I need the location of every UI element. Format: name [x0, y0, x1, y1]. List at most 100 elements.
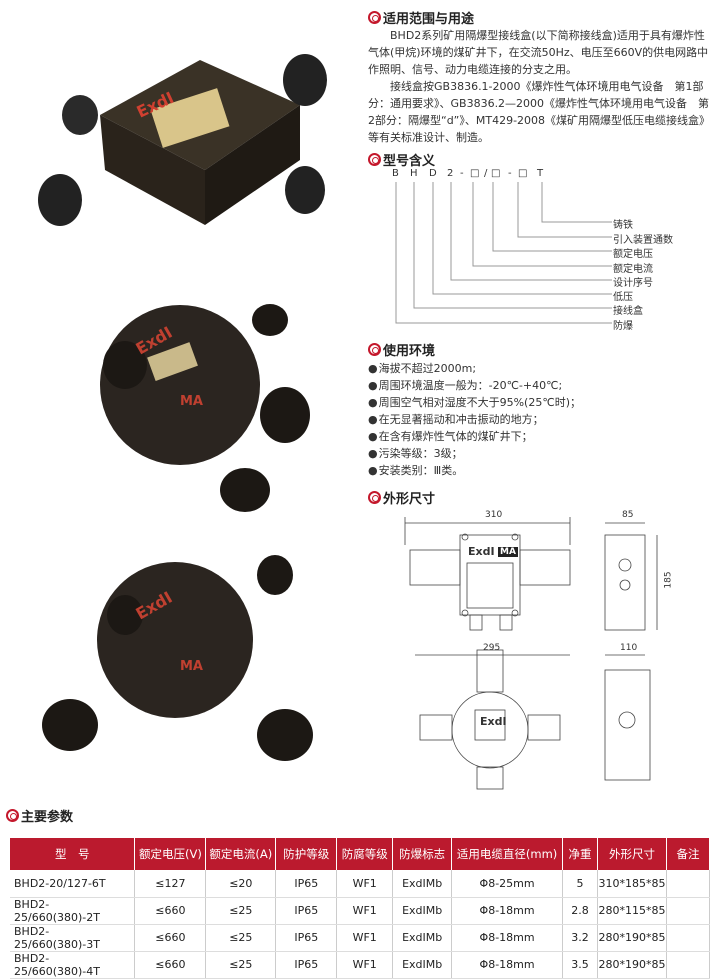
- table-cell: BHD2-25/660(380)-2T: [10, 897, 136, 925]
- ma-mark: MA: [180, 659, 203, 674]
- table-cell: ExdIMb: [392, 870, 453, 898]
- env-list: 海拔不超过2000m; 周围环境温度一般为：-20℃-+40℃; 周围空气相对湿…: [368, 360, 581, 479]
- ring-bullet-icon: [368, 153, 381, 166]
- column-header: 防爆标志: [392, 838, 453, 870]
- product-photos: ExdI ExdI MA ExdI MA: [38, 54, 327, 761]
- table-cell: ≤660: [134, 897, 207, 925]
- table-cell: ≤25: [205, 951, 277, 979]
- ring-bullet-icon: [368, 11, 381, 24]
- code-char: T: [537, 168, 544, 179]
- section-title-text: 型号含义: [383, 154, 436, 169]
- section-title-model: 型号含义: [368, 150, 435, 169]
- drawing-exd-mark: ExdI: [468, 545, 495, 558]
- table-cell: BHD2-25/660(380)-3T: [10, 924, 136, 952]
- ring-bullet-icon: [368, 343, 381, 356]
- table-cell: ≤660: [134, 924, 207, 952]
- code-char: 2: [447, 168, 454, 179]
- table-cell: 3.2: [562, 924, 598, 952]
- scope-paragraph: 接线盒按GB3836.1-2000《爆炸性气体环境用电气设备 第1部分：通用要求…: [368, 80, 710, 144]
- column-header: 型 号: [10, 838, 136, 870]
- model-leader-lines: [395, 182, 612, 324]
- model-label: 防爆: [613, 321, 633, 332]
- table-cell: 310*185*85: [597, 870, 667, 898]
- table-cell: ExdIMb: [392, 951, 453, 979]
- table-cell: ≤660: [134, 951, 207, 979]
- product-photo-6way: ExdI: [38, 54, 327, 226]
- ma-mark: MA: [180, 394, 203, 409]
- env-item: 在无显著摇动和冲击振动的地方；: [368, 411, 581, 428]
- table-cell: 2.8: [562, 897, 598, 925]
- table-cell: BHD2-20/127-6T: [10, 870, 136, 898]
- drawing-ma-mark: MA: [498, 547, 518, 557]
- model-label: 接线盒: [613, 306, 643, 317]
- table-cell: ExdIMb: [392, 897, 453, 925]
- table-cell: ≤20: [205, 870, 277, 898]
- column-header: 额定电流(A): [205, 838, 277, 870]
- column-header: 额定电压(V): [134, 838, 207, 870]
- params-table: 型 号 额定电压(V) 额定电流(A) 防护等级 防腐等级 防爆标志 适用电缆直…: [10, 838, 711, 979]
- scope-paragraph: BHD2系列矿用隔爆型接线盒(以下简称接线盒)适用于具有爆炸性气体(甲烷)环境的…: [368, 29, 709, 76]
- code-char: D: [429, 168, 437, 179]
- section-title-text: 使用环境: [383, 344, 436, 359]
- dimension-drawings: [404, 517, 658, 790]
- table-cell: [666, 870, 711, 898]
- table-cell: IP65: [275, 870, 338, 898]
- code-char: □: [518, 168, 528, 179]
- table-cell: [666, 897, 711, 925]
- table-cell: WF1: [336, 951, 394, 979]
- dim-top-width: 310: [485, 510, 503, 520]
- section-title-text: 适用范围与用途: [383, 12, 475, 27]
- column-header: 备注: [666, 838, 711, 870]
- table-cell: IP65: [275, 951, 338, 979]
- section-title-text: 外形尺寸: [383, 492, 436, 507]
- section-title-params: 主要参数: [6, 806, 73, 825]
- column-header: 防护等级: [275, 838, 338, 870]
- product-photo-4way-b: ExdI MA: [42, 555, 313, 761]
- table-cell: [666, 951, 711, 979]
- model-label: 设计序号: [613, 278, 653, 289]
- column-header: 外形尺寸: [597, 838, 667, 870]
- column-header: 适用电缆直径(mm): [451, 838, 564, 870]
- table-cell: ≤25: [205, 897, 277, 925]
- table-cell: Φ8-18mm: [451, 924, 564, 952]
- env-item: 海拔不超过2000m;: [368, 360, 581, 377]
- ring-bullet-icon: [6, 809, 19, 822]
- env-item: 周围环境温度一般为：-20℃-+40℃;: [368, 377, 581, 394]
- table-cell: ExdIMb: [392, 924, 453, 952]
- section-title-text: 主要参数: [21, 810, 74, 825]
- table-cell: 5: [562, 870, 598, 898]
- env-item: 周围空气相对湿度不大于95%(25℃时)；: [368, 394, 581, 411]
- env-item: 安装类别：Ⅲ类。: [368, 462, 581, 479]
- table-cell: Φ8-18mm: [451, 951, 564, 979]
- table-cell: 280*190*85: [597, 924, 667, 952]
- ring-bullet-icon: [368, 491, 381, 504]
- table-cell: 3.5: [562, 951, 598, 979]
- code-char: /: [484, 168, 488, 179]
- code-char: □: [470, 168, 480, 179]
- env-item: 在含有爆炸性气体的煤矿井下；: [368, 428, 581, 445]
- code-char: □: [491, 168, 501, 179]
- table-header-row: 型 号 额定电压(V) 额定电流(A) 防护等级 防腐等级 防爆标志 适用电缆直…: [10, 838, 711, 870]
- model-label: 额定电压: [613, 249, 653, 260]
- model-label: 额定电流: [613, 264, 653, 275]
- section-title-env: 使用环境: [368, 340, 435, 359]
- section-title-dims: 外形尺寸: [368, 488, 435, 507]
- table-cell: 280*190*85: [597, 951, 667, 979]
- table-cell: Φ8-18mm: [451, 897, 564, 925]
- table-cell: 280*115*85: [597, 897, 667, 925]
- table-cell: WF1: [336, 870, 394, 898]
- dim-top-height: 185: [663, 571, 674, 589]
- code-char: B: [392, 168, 399, 179]
- drawing-exd-mark: ExdI: [480, 715, 507, 728]
- code-char: H: [410, 168, 418, 179]
- dim-bottom-width: 295: [483, 643, 501, 653]
- table-cell: WF1: [336, 924, 394, 952]
- product-photo-4way-a: ExdI MA: [100, 304, 310, 512]
- model-label: 铸铁: [613, 220, 633, 231]
- table-cell: BHD2-25/660(380)-4T: [10, 951, 136, 979]
- table-cell: WF1: [336, 897, 394, 925]
